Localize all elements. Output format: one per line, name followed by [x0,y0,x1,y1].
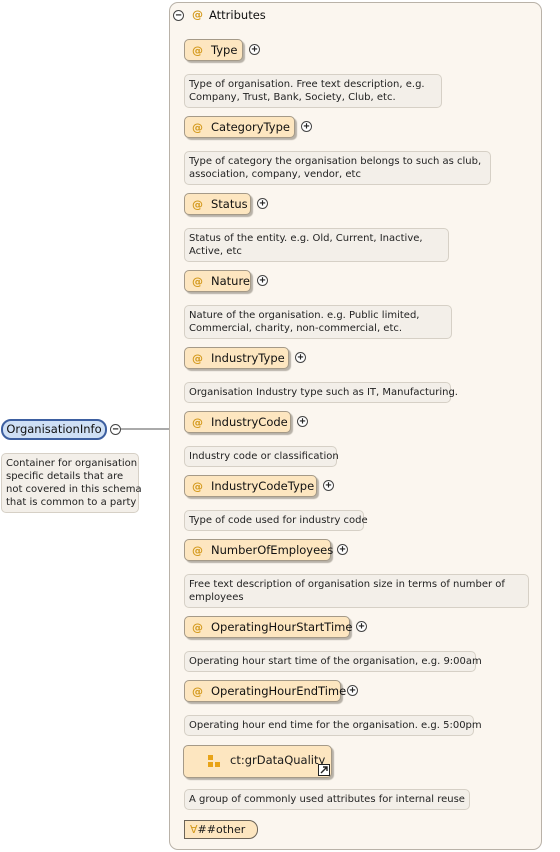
doc-line: Commercial, charity, non-commercial, etc… [189,323,403,334]
doc-line: association, company, vendor, etc [189,169,361,180]
attribute-numberofemployees[interactable]: @ NumberOfEmployees [184,539,334,561]
collapse-toggle-icon[interactable]: − [110,424,121,435]
at-symbol-icon: @ [192,684,203,698]
doc-line: Type of category the organisation belong… [189,156,482,167]
expand-attribute-icon[interactable]: + [301,121,312,132]
expand-attribute-icon[interactable]: + [257,198,268,209]
attribute-nature[interactable]: @ Nature [184,270,251,292]
at-symbol-icon: @ [192,43,203,57]
expand-attribute-icon[interactable]: + [297,416,308,427]
doc-line: not covered in this schema [6,484,142,495]
attribute-type[interactable]: @ Type [184,39,243,61]
attributes-title: Attributes [209,8,266,22]
expand-attribute-icon[interactable]: + [337,544,348,555]
doc-line: Company, Trust, Bank, Society, Club, etc… [189,92,396,103]
attribute-documentation: Industry code or classification [184,446,339,467]
attribute-documentation: Type of category the organisation belong… [184,151,491,185]
attribute-categorytype[interactable]: @ CategoryType [184,116,295,138]
at-symbol-icon: @ [192,543,203,557]
attribute-documentation: Operating hour end time for the organisa… [184,715,482,736]
at-symbol-icon: @ [192,120,203,134]
root-documentation: Container for organisation specific deta… [1,453,142,513]
attribute-group-ref[interactable]: ct:grDataQuality [183,745,332,778]
expand-attribute-icon[interactable]: + [356,621,367,632]
attributes-collapse-icon[interactable]: − [173,10,184,21]
attribute-name: NumberOfEmployees [211,543,334,557]
any-attribute-label: ##other [197,823,246,836]
doc-line: Type of code used for industry code [189,515,368,526]
attribute-documentation: Type of organisation. Free text descript… [184,74,442,108]
doc-line: specific details that are [6,471,124,482]
at-symbol-icon: @ [192,415,203,429]
at-symbol-icon: @ [192,479,203,493]
attribute-operatinghourendtime[interactable]: @ OperatingHourEndTime [184,680,346,702]
root-element-label: OrganisationInfo [6,422,102,436]
attribute-operatinghourstarttime[interactable]: @ OperatingHourStartTime [184,616,353,638]
attribute-industrytype[interactable]: @ IndustryType [184,347,289,369]
at-symbol-icon: @ [192,8,203,21]
expand-attribute-icon[interactable]: + [347,685,358,696]
doc-line: Active, etc [189,246,242,257]
attribute-documentation: Type of code used for industry code [184,510,368,531]
expand-attribute-icon[interactable]: + [257,275,268,286]
attribute-documentation: Organisation Industry type such as IT, M… [184,382,458,403]
doc-line: Operating hour start time of the organis… [189,656,482,667]
doc-line: Status of the entity. e.g. Old, Current,… [189,233,423,244]
doc-line: Operating hour end time for the organisa… [189,720,482,731]
doc-line: A group of commonly used attributes for … [189,794,465,805]
doc-line: Container for organisation [6,458,138,469]
doc-line: Industry code or classification [189,451,339,462]
attribute-documentation: Status of the entity. e.g. Old, Current,… [184,228,449,262]
expand-attribute-icon[interactable]: + [249,44,260,55]
attribute-name: IndustryCode [211,415,288,429]
doc-line: that is common to a party [6,497,137,508]
attribute-group-name: ct:grDataQuality [230,753,326,767]
at-symbol-icon: @ [192,620,203,634]
at-symbol-icon: @ [192,197,203,211]
attribute-name: Status [211,197,248,211]
reference-link-icon[interactable] [318,764,330,776]
attribute-industrycode[interactable]: @ IndustryCode [184,411,291,433]
at-symbol-icon: @ [192,274,203,288]
any-attribute[interactable]: ∀##other [184,820,258,839]
attribute-name: IndustryCodeType [211,479,315,493]
doc-line: employees [189,592,244,603]
at-symbol-icon: @ [192,351,203,365]
attribute-name: CategoryType [211,120,290,134]
any-attribute-icon: ∀ [190,823,198,836]
attribute-documentation: Nature of the organisation. e.g. Public … [184,305,452,339]
expand-attribute-icon[interactable]: + [323,480,334,491]
attribute-name: OperatingHourEndTime [211,684,347,698]
root-element-organisationinfo[interactable]: OrganisationInfo [1,419,107,440]
attribute-name: Nature [211,274,250,288]
doc-line: Free text description of organisation si… [189,579,505,590]
attribute-group-icon [208,755,220,767]
attribute-status[interactable]: @ Status [184,193,251,215]
doc-line: Type of organisation. Free text descript… [189,79,425,90]
attribute-documentation: Operating hour start time of the organis… [184,651,482,672]
expand-attribute-icon[interactable]: + [295,352,306,363]
attribute-industrycodetype[interactable]: @ IndustryCodeType [184,475,317,497]
doc-line: Organisation Industry type such as IT, M… [189,387,458,398]
attribute-name: IndustryType [211,351,285,365]
attribute-documentation: Free text description of organisation si… [184,574,529,608]
doc-line: Nature of the organisation. e.g. Public … [189,310,420,321]
attribute-name: OperatingHourStartTime [211,620,353,634]
attribute-name: Type [211,43,238,57]
attribute-group-documentation: A group of commonly used attributes for … [184,789,470,810]
